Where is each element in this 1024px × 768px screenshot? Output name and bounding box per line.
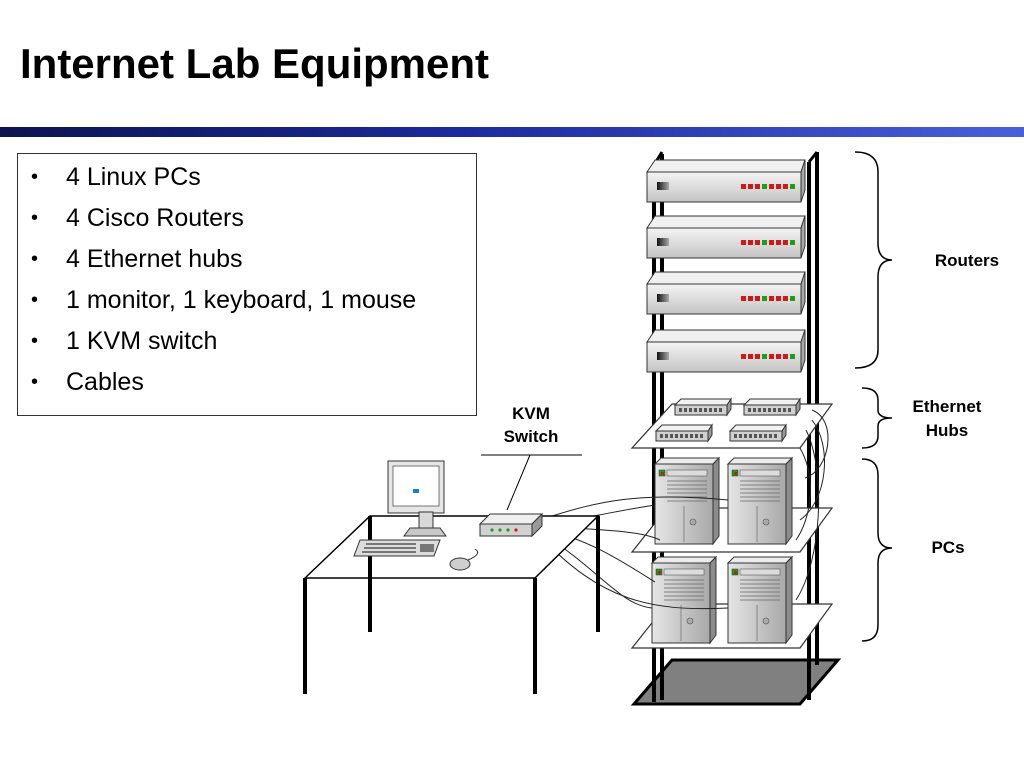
monitor [387, 460, 447, 537]
kvm-callout [481, 454, 582, 511]
list-item-text: 1 KVM switch [66, 327, 218, 355]
router-unit [646, 329, 806, 373]
list-item-text: 4 Cisco Routers [66, 204, 244, 232]
routers-brace [854, 151, 893, 369]
linux-pc [651, 556, 717, 644]
router-unit [646, 159, 806, 203]
routers-label: Routers [935, 251, 999, 270]
linux-pc [727, 457, 793, 545]
list-item-text: 4 Linux PCs [66, 163, 201, 191]
table-top [303, 515, 600, 579]
list-item: • 4 Ethernet hubs [18, 244, 476, 285]
kvm-label-line1: KVM [512, 404, 550, 423]
bullet-icon: • [31, 371, 39, 393]
list-item: • 1 KVM switch [18, 326, 476, 367]
bullet-icon: • [31, 330, 39, 352]
keyboard [353, 539, 441, 557]
router-unit [646, 215, 806, 259]
bullet-icon: • [31, 166, 39, 188]
linux-pc [727, 556, 793, 644]
linux-pc [654, 457, 720, 545]
list-item: • 4 Linux PCs [18, 162, 476, 203]
kvm-switch [478, 512, 544, 538]
bullet-icon: • [31, 289, 39, 311]
router-unit [646, 271, 806, 315]
braces [854, 151, 893, 642]
mouse [449, 548, 479, 571]
pcs-brace [861, 458, 893, 642]
list-item-text: Cables [66, 368, 144, 396]
hubs-label-line1: Ethernet [913, 397, 982, 416]
pcs-label: PCs [931, 538, 964, 557]
ethernet-hub [743, 398, 801, 416]
table [303, 515, 600, 694]
bullet-icon: • [31, 207, 39, 229]
list-item: • Cables [18, 367, 476, 408]
equipment-list: • 4 Linux PCs • 4 Cisco Routers • 4 Etherne… [18, 154, 476, 408]
list-item-text: 4 Ethernet hubs [66, 245, 243, 273]
ethernet-hub [729, 424, 787, 442]
slide-title: Internet Lab Equipment [20, 40, 490, 87]
list-item: • 4 Cisco Routers [18, 203, 476, 244]
bullet-icon: • [31, 248, 39, 270]
list-item: • 1 monitor, 1 keyboard, 1 mouse [18, 285, 476, 326]
kvm-label-line2: Switch [504, 427, 559, 446]
hubs-label-line2: Hubs [926, 421, 969, 440]
router-stack [646, 159, 806, 373]
rack-base [630, 658, 842, 706]
title-underline-bar [0, 127, 1024, 137]
equipment-list-box: • 4 Linux PCs • 4 Cisco Routers • 4 Etherne… [17, 153, 477, 416]
ethernet-hub [674, 398, 732, 416]
hubs-brace [861, 387, 893, 449]
list-item-text: 1 monitor, 1 keyboard, 1 mouse [66, 286, 417, 314]
ethernet-hub [655, 424, 713, 442]
